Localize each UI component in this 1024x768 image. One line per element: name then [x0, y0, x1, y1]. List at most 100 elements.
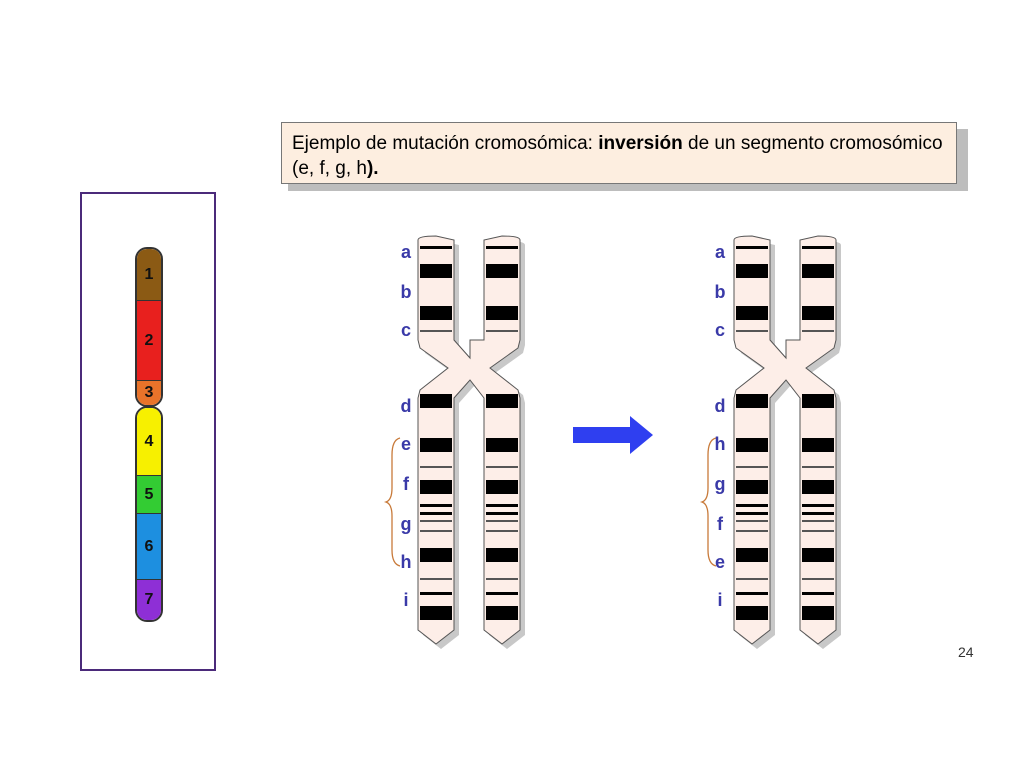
side-segment-3: 3: [137, 381, 161, 405]
right-chromosome-left-line-0: [736, 330, 768, 332]
right-chromosome-right-band-7: [802, 512, 834, 515]
side-segment-4: 4: [137, 408, 161, 476]
right-chromosome-left-band-9: [736, 592, 768, 595]
arrow-right-icon: [573, 416, 653, 454]
left-chromosome-right-band-0: [486, 246, 518, 249]
left-chromosome-left-band-8: [420, 548, 452, 562]
left-band-label-4: e: [400, 434, 411, 454]
left-chromosome-right-band-6: [486, 504, 518, 507]
side-segment-1: 1: [137, 249, 161, 301]
left-band-label-6: g: [400, 514, 412, 534]
left-chromosome-left-line-0: [420, 330, 452, 332]
right-chromosome-right-band-5: [802, 480, 834, 494]
right-chromosome-left-line-4: [736, 578, 768, 580]
left-chromosome-right-band-7: [486, 512, 518, 515]
right-chromosome-left-band-4: [736, 438, 768, 452]
right-chromosome-right-band-3: [802, 394, 834, 408]
right-band-label-4: h: [714, 434, 726, 454]
right-chromosome-right-band-4: [802, 438, 834, 452]
left-chromosome-right-band-5: [486, 480, 518, 494]
left-band-label-1: b: [400, 282, 412, 302]
caption-text-1: Ejemplo de mutación cromosómica:: [292, 133, 599, 154]
page-number: 24: [958, 644, 974, 660]
left-band-label-3: d: [400, 396, 412, 416]
caption-box: Ejemplo de mutación cromosómica: inversi…: [281, 122, 957, 184]
right-chromosome-left-band-2: [736, 306, 768, 320]
left-band-label-0: a: [400, 242, 411, 262]
right-chromosome-left-band-10: [736, 606, 768, 620]
left-band-label-8: i: [403, 590, 409, 610]
right-chromosome-right-line-4: [802, 578, 834, 580]
right-bracket: [699, 437, 717, 567]
left-chromosome-outline: [417, 235, 521, 645]
right-band-label-3: d: [714, 396, 726, 416]
left-chromosome-right-band-1: [486, 264, 518, 278]
right-band-label-6: f: [717, 514, 723, 534]
left-band-label-2: c: [400, 320, 411, 340]
left-chromosome-left-line-4: [420, 578, 452, 580]
right-chromosome-right-band-1: [802, 264, 834, 278]
right-band-label-7: e: [714, 552, 725, 572]
right-chromosome-right-line-1: [802, 466, 834, 468]
left-chromosome-right-line-1: [486, 466, 518, 468]
caption-bold-end: ).: [366, 158, 379, 179]
right-chromosome-left-band-5: [736, 480, 768, 494]
left-chromosome-right-line-0: [486, 330, 518, 332]
left-bracket: [383, 437, 401, 567]
right-chromosome-right-line-2: [802, 520, 834, 522]
side-segment-7: 7: [137, 580, 161, 620]
left-chromosome-right-band-9: [486, 592, 518, 595]
right-chromosome-right-band-0: [802, 246, 834, 249]
left-chromosome-left-line-2: [420, 520, 452, 522]
right-chromosome-left-band-6: [736, 504, 768, 507]
caption-text-2: de un segmento cromosómico (e, f, g, h: [292, 133, 943, 179]
left-band-label-5: f: [403, 474, 409, 494]
left-chromosome-left-band-1: [420, 264, 452, 278]
left-chromosome-left-band-9: [420, 592, 452, 595]
left-chromosome-left-band-4: [420, 438, 452, 452]
right-chromosome-outline: [733, 235, 837, 645]
right-chromosome-right-line-0: [802, 330, 834, 332]
side-segment-2: 2: [137, 301, 161, 381]
left-chromosome-right-line-4: [486, 578, 518, 580]
left-chromosome-right-band-10: [486, 606, 518, 620]
left-chromosome-left-band-2: [420, 306, 452, 320]
left-chromosome-right-band-3: [486, 394, 518, 408]
caption-bold-inversion: inversión: [598, 133, 683, 154]
right-chromosome-right-band-6: [802, 504, 834, 507]
right-chromosome-right-band-2: [802, 306, 834, 320]
left-chromosome-right-line-2: [486, 520, 518, 522]
right-chromosome-left-band-7: [736, 512, 768, 515]
left-chromosome-left-band-7: [420, 512, 452, 515]
right-chromosome-right-line-3: [802, 530, 834, 532]
left-chromosome-right-line-3: [486, 530, 518, 532]
left-chromosome-left-band-3: [420, 394, 452, 408]
right-chromosome-left-band-3: [736, 394, 768, 408]
left-chromosome-left-line-3: [420, 530, 452, 532]
left-chromosome-left-band-0: [420, 246, 452, 249]
right-chromosome-left-line-3: [736, 530, 768, 532]
left-chromosome-right-band-2: [486, 306, 518, 320]
left-chromosome-left-band-6: [420, 504, 452, 507]
right-chromosome-left-band-1: [736, 264, 768, 278]
right-band-label-2: c: [714, 320, 725, 340]
right-chromosome-right-band-10: [802, 606, 834, 620]
right-chromosome-left-band-8: [736, 548, 768, 562]
left-band-label-7: h: [400, 552, 412, 572]
right-band-label-8: i: [717, 590, 723, 610]
left-chromosome-left-band-10: [420, 606, 452, 620]
left-chromosome-right-band-4: [486, 438, 518, 452]
right-chromosome-left-line-1: [736, 466, 768, 468]
right-chromosome-left-line-2: [736, 520, 768, 522]
side-segment-5: 5: [137, 476, 161, 514]
left-chromosome-left-line-1: [420, 466, 452, 468]
right-band-label-5: g: [714, 474, 726, 494]
right-chromosome-right-band-9: [802, 592, 834, 595]
left-chromosome-right-band-8: [486, 548, 518, 562]
right-band-label-0: a: [714, 242, 725, 262]
right-band-label-1: b: [714, 282, 726, 302]
